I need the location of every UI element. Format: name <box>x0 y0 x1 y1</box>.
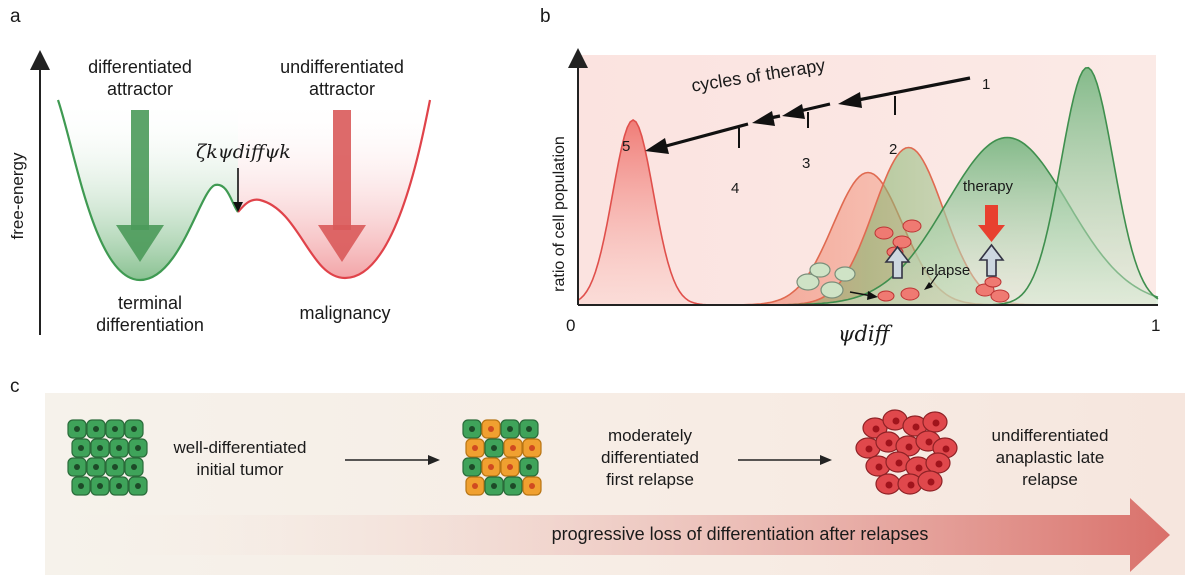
cell-red-nucleus <box>915 464 923 472</box>
peak-label-3: 3 <box>802 155 811 172</box>
cell-green-nucleus <box>112 464 118 470</box>
cell-red-nucleus <box>892 417 900 425</box>
cycles-of-therapy-arrows <box>645 76 971 154</box>
cell-red-nucleus <box>925 438 933 446</box>
cell-green-nucleus <box>507 426 513 432</box>
cell-green-nucleus <box>74 426 80 432</box>
tumor-cells-initial <box>67 419 148 496</box>
stage-arrow-2 <box>738 455 832 465</box>
malignancy-label: malignancy <box>299 303 391 323</box>
stage3-label: undifferentiated anaplastic late relapse <box>991 426 1109 489</box>
cell-orange-nucleus <box>529 483 535 489</box>
relapse-up-arrow <box>884 245 911 279</box>
relapse-label: relapse <box>921 262 971 279</box>
cell-orange-nucleus <box>488 464 494 470</box>
barrier-pointer-arrow <box>233 168 243 212</box>
cell-red-nucleus <box>907 481 915 489</box>
cell-green-nucleus <box>97 445 103 451</box>
tumor-cells-first-relapse <box>462 419 542 496</box>
terminal-differentiation-label: terminal differentiation <box>96 293 204 335</box>
cell-green-nucleus <box>469 464 475 470</box>
cell-orange-nucleus <box>507 464 513 470</box>
cell-red-nucleus <box>885 439 893 447</box>
cell-red-nucleus <box>895 459 903 467</box>
panel-a-label: a <box>10 6 21 27</box>
relapse-pointer <box>924 273 939 290</box>
progress-arrow <box>60 498 1170 572</box>
cell-green-nucleus <box>116 445 122 451</box>
cell-green-nucleus <box>491 445 497 451</box>
peak-fill-2 <box>578 137 1158 305</box>
stage2-label: moderately differentiated first relapse <box>601 426 699 489</box>
cell-orange-nucleus <box>510 445 516 451</box>
cell-green-nucleus <box>469 426 475 432</box>
progress-label: progressive loss of differentiation afte… <box>551 524 929 544</box>
barrier-label: ζkψdiffψk <box>196 141 291 163</box>
x-max-label: 1 <box>1151 316 1161 335</box>
cell-red-nucleus <box>912 423 920 431</box>
cell-orange-nucleus <box>529 445 535 451</box>
cell-green-nucleus <box>78 445 84 451</box>
stage1-label: well-differentiated initial tumor <box>173 438 307 479</box>
transition-arrow <box>849 291 878 300</box>
cell-cluster-green <box>796 262 856 299</box>
cell-green-nucleus <box>112 426 118 432</box>
cell-red-nucleus <box>942 445 950 453</box>
cell-red-nucleus <box>932 419 940 427</box>
cell-green-nucleus <box>491 483 497 489</box>
tumor-cells-late-relapse <box>855 409 958 495</box>
cell-green-nucleus <box>74 464 80 470</box>
cell-green-nucleus <box>526 464 532 470</box>
x-min-label: 0 <box>566 316 576 335</box>
cell-green-nucleus <box>93 426 99 432</box>
cell-green-nucleus <box>135 483 141 489</box>
cell-green-nucleus <box>78 483 84 489</box>
red-down-arrow <box>318 110 366 262</box>
green-down-arrow <box>116 110 164 262</box>
peak-fill-1 <box>578 67 1158 305</box>
cell-green-nucleus <box>97 483 103 489</box>
cell-orange-nucleus <box>472 445 478 451</box>
undifferentiated-attractor-label: undifferentiated attractor <box>280 57 404 99</box>
peak-label-4: 4 <box>731 180 740 197</box>
cell-orange-nucleus <box>472 483 478 489</box>
peak-label-5: 5 <box>622 138 631 155</box>
panel-c-label: c <box>10 376 20 397</box>
peak-label-1: 1 <box>982 76 991 93</box>
cell-cluster-red <box>874 219 1010 303</box>
therapy-down-arrow <box>978 205 1005 242</box>
panel-a-landscape <box>30 50 432 335</box>
cell-green-nucleus <box>131 464 137 470</box>
therapy-label: therapy <box>963 178 1014 195</box>
cell-red-nucleus <box>875 463 883 471</box>
cell-red-nucleus <box>927 478 935 486</box>
cell-red-nucleus <box>905 443 913 451</box>
cell-green-nucleus <box>116 483 122 489</box>
cell-red-nucleus <box>935 460 943 468</box>
cell-orange-nucleus <box>488 426 494 432</box>
cell-red-nucleus <box>865 445 873 453</box>
peak-label-2: 2 <box>889 141 898 158</box>
cell-red-nucleus <box>885 481 893 489</box>
cell-green-nucleus <box>93 464 99 470</box>
cell-green-nucleus <box>510 483 516 489</box>
panel-b-x-label: ψdiff <box>838 322 890 346</box>
therapy-up-arrow <box>978 243 1005 277</box>
differentiated-attractor-label: differentiated attractor <box>88 57 192 99</box>
cell-green-nucleus <box>526 426 532 432</box>
panel-b-label: b <box>540 6 551 27</box>
cell-red-nucleus <box>872 425 880 433</box>
stage-arrow-1 <box>345 455 440 465</box>
cell-green-nucleus <box>135 445 141 451</box>
peak-fill-5 <box>578 120 1158 305</box>
cell-green-nucleus <box>131 426 137 432</box>
panel-b-chart <box>568 48 1159 306</box>
